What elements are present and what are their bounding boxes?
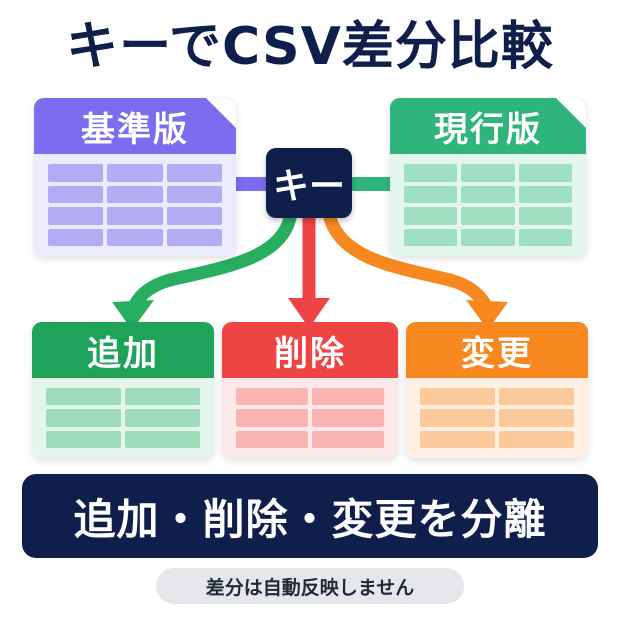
- summary-banner: 追加・削除・変更を分離: [22, 474, 598, 558]
- table-cell: [420, 409, 495, 427]
- page-fold-icon: [556, 98, 586, 128]
- table-cell: [48, 207, 104, 225]
- sheet-current-grid: [404, 164, 572, 246]
- table-cell: [46, 388, 121, 406]
- table-cell: [236, 430, 308, 448]
- sheet-deleted-body: [222, 378, 398, 458]
- table-cell: [107, 207, 163, 225]
- sheet-changed-grid: [420, 388, 574, 448]
- sheet-changed: 変更: [406, 322, 588, 458]
- table-cell: [125, 388, 200, 406]
- note-text: 差分は自動反映しません: [205, 576, 415, 599]
- table-cell: [236, 409, 308, 427]
- arrow-to-changed-head: [466, 300, 508, 330]
- table-cell: [107, 185, 163, 203]
- table-cell: [166, 185, 222, 203]
- sheet-added: 追加: [32, 322, 214, 458]
- table-cell: [461, 164, 515, 182]
- table-cell: [518, 185, 572, 203]
- table-cell: [48, 185, 104, 203]
- table-cell: [125, 409, 200, 427]
- arrow-to-added-head: [112, 300, 154, 330]
- table-cell: [48, 164, 104, 182]
- table-cell: [461, 185, 515, 203]
- table-cell: [312, 388, 384, 406]
- page-fold-icon: [206, 98, 236, 128]
- sheet-changed-body: [406, 378, 588, 458]
- table-cell: [518, 164, 572, 182]
- table-cell: [166, 164, 222, 182]
- diagram-title: キーでCSV差分比較: [66, 17, 554, 77]
- table-cell: [46, 409, 121, 427]
- sheet-deleted-grid: [236, 388, 384, 448]
- sheet-base-body: [34, 154, 236, 256]
- sheet-current-body: [390, 154, 586, 256]
- table-cell: [166, 228, 222, 246]
- table-cell: [404, 164, 458, 182]
- table-cell: [461, 207, 515, 225]
- sheet-base-grid: [48, 164, 222, 246]
- key-label: キー: [272, 166, 345, 207]
- arrow-to-deleted-head: [288, 298, 330, 328]
- table-cell: [404, 207, 458, 225]
- table-cell: [404, 228, 458, 246]
- table-cell: [420, 388, 495, 406]
- table-cell: [499, 409, 574, 427]
- table-cell: [518, 207, 572, 225]
- sheet-changed-label: 変更: [461, 333, 533, 374]
- table-cell: [107, 164, 163, 182]
- note-pill: 差分は自動反映しません: [156, 568, 464, 604]
- sheet-base-header: 基準版: [34, 98, 236, 154]
- table-cell: [312, 430, 384, 448]
- sheet-deleted-label: 削除: [274, 333, 346, 374]
- table-cell: [46, 430, 121, 448]
- sheet-added-body: [32, 378, 214, 458]
- sheet-current-label: 現行版: [434, 109, 542, 150]
- sheet-deleted: 削除: [222, 322, 398, 458]
- summary-banner-text: 追加・削除・変更を分離: [73, 494, 547, 544]
- sheet-added-label: 追加: [87, 333, 159, 374]
- table-cell: [518, 228, 572, 246]
- sheet-current-header: 現行版: [390, 98, 586, 154]
- sheet-current: 現行版: [390, 98, 586, 256]
- sheet-changed-header: 変更: [406, 322, 588, 378]
- table-cell: [420, 430, 495, 448]
- table-cell: [125, 430, 200, 448]
- table-cell: [461, 228, 515, 246]
- table-cell: [236, 388, 308, 406]
- sheet-added-header: 追加: [32, 322, 214, 378]
- sheet-base: 基準版: [34, 98, 236, 256]
- sheet-added-grid: [46, 388, 200, 448]
- table-cell: [107, 228, 163, 246]
- table-cell: [404, 185, 458, 203]
- table-cell: [499, 388, 574, 406]
- sheet-deleted-header: 削除: [222, 322, 398, 378]
- arrow-to-changed: [323, 211, 495, 319]
- table-cell: [499, 430, 574, 448]
- key-node: キー: [266, 148, 352, 218]
- table-cell: [166, 207, 222, 225]
- sheet-base-label: 基準版: [81, 109, 189, 150]
- table-cell: [312, 409, 384, 427]
- table-cell: [48, 228, 104, 246]
- arrow-to-added: [125, 211, 297, 319]
